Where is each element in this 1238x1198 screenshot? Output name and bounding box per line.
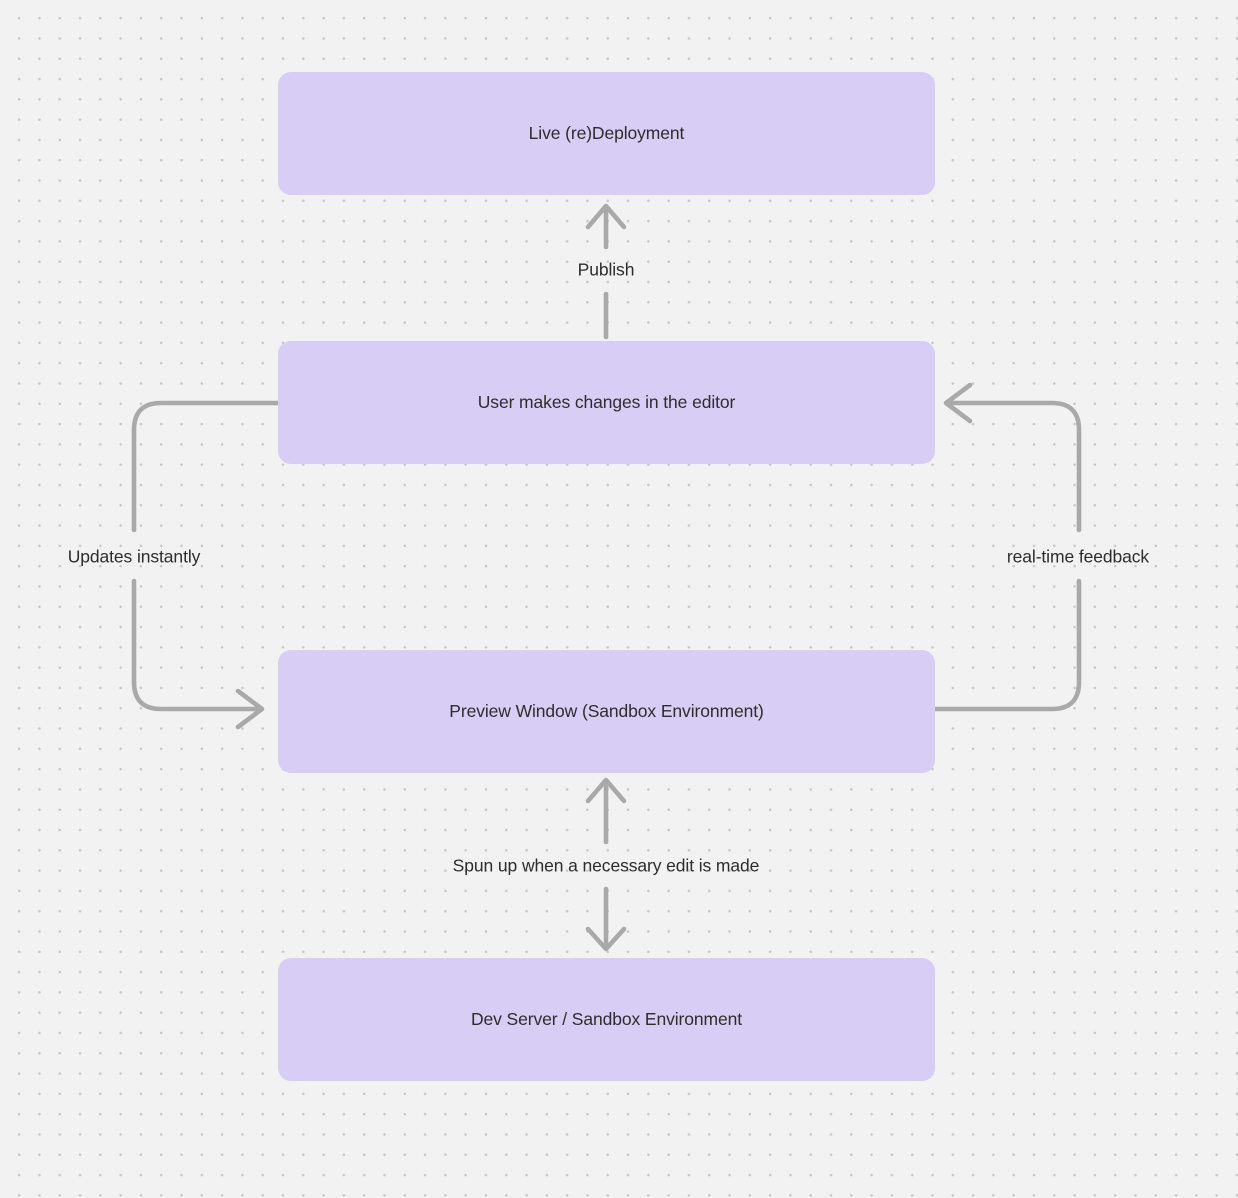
edge-label-publish: Publish: [577, 259, 635, 280]
node-label: Dev Server / Sandbox Environment: [470, 1009, 743, 1029]
arrow-shaft[interactable]: [131, 578, 259, 712]
node-preview-window[interactable]: Preview Window (Sandbox Environment): [278, 650, 935, 773]
arrow-head-down-icon[interactable]: [585, 926, 627, 952]
node-user-changes[interactable]: User makes changes in the editor: [278, 341, 935, 464]
edge-label-real-time-feedback: real-time feedback: [1006, 546, 1150, 567]
edge-real-time-feedback-arrow[interactable]: [932, 382, 1082, 712]
edge-label-spun-up: Spun up when a necessary edit is made: [452, 855, 760, 876]
node-live-redeployment[interactable]: Live (re)Deployment: [278, 72, 935, 195]
node-label: User makes changes in the editor: [477, 392, 736, 412]
node-label: Preview Window (Sandbox Environment): [449, 701, 764, 721]
arrow-head-up-icon[interactable]: [585, 203, 627, 230]
edge-updates-instantly-arrow[interactable]: [131, 400, 281, 730]
arrow-head-right-icon[interactable]: [235, 688, 265, 730]
edge-spun-up-arrow[interactable]: [585, 777, 627, 952]
node-label: Live (re)Deployment: [528, 123, 685, 143]
arrow-shaft[interactable]: [131, 400, 281, 533]
arrow-shaft[interactable]: [932, 578, 1082, 712]
edge-label-updates-instantly: Updates instantly: [67, 546, 201, 567]
arrow-shaft[interactable]: [949, 400, 1082, 533]
edge-publish-arrow[interactable]: [585, 203, 627, 340]
arrow-head-left-icon[interactable]: [943, 382, 973, 424]
arrow-head-up-icon[interactable]: [585, 777, 627, 804]
node-dev-server[interactable]: Dev Server / Sandbox Environment: [278, 958, 935, 1081]
